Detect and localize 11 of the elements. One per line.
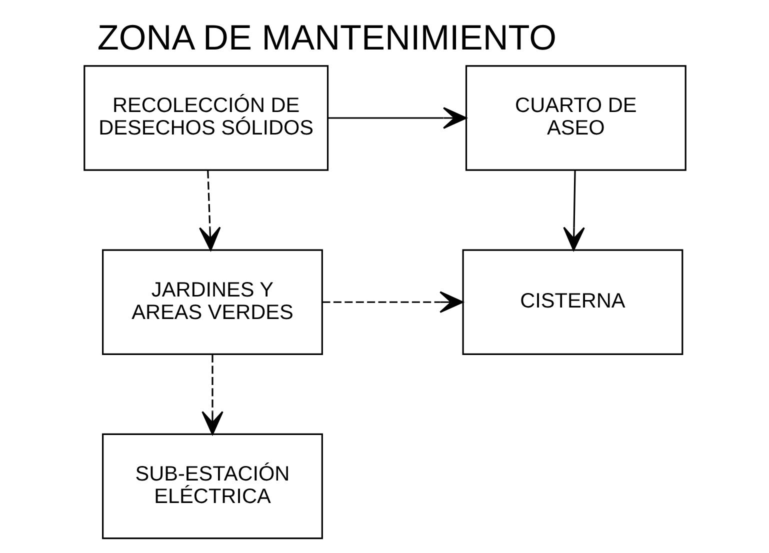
diagram-title: ZONA DE MANTENIMIENTO — [96, 18, 556, 58]
node-box: CUARTO DE ASEO — [464, 65, 686, 171]
node-box: JARDINES Y AREAS VERDES — [102, 249, 322, 355]
arrow — [322, 291, 463, 313]
node-box: CISTERNA — [462, 249, 683, 355]
arrow — [201, 354, 223, 435]
node-box: RECOLECCIÓN DE DESECHOS SÓLIDOS — [83, 65, 328, 171]
node-box: SUB-ESTACIÓN ELÉCTRICA — [102, 433, 322, 540]
arrow — [198, 170, 220, 251]
arrow — [328, 107, 466, 129]
arrow — [562, 170, 584, 251]
